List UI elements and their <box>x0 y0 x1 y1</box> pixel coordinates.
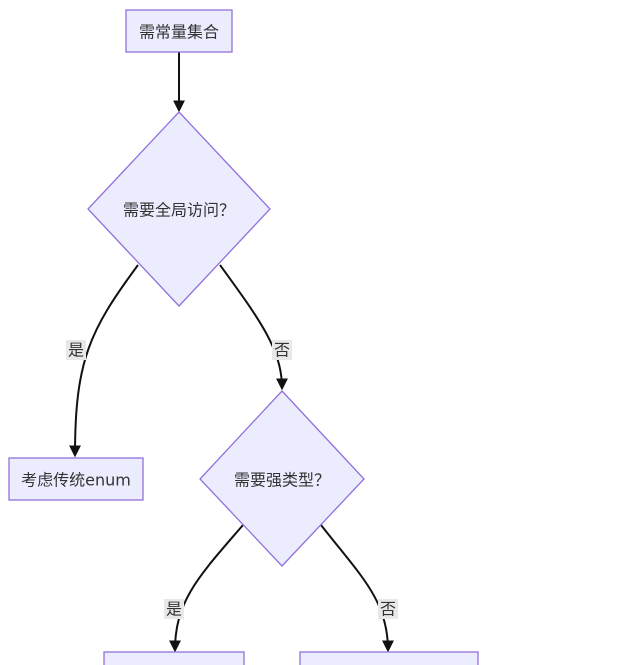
edge-label-bg <box>66 340 86 360</box>
node-decision-strong <box>199 390 365 567</box>
edge-label-bg <box>164 599 184 619</box>
edge-q1-q2 <box>219 264 288 391</box>
edge-label-q2-no: 否 <box>380 600 396 619</box>
edge-q1-enum <box>69 264 139 458</box>
node-no-result <box>299 651 479 665</box>
edge-label-q2-yes: 是 <box>166 600 182 619</box>
node-enum-label: 考虑传统enum <box>21 471 131 490</box>
node-yes-result <box>103 651 245 665</box>
node-start <box>125 9 233 53</box>
node-start-label: 需常量集合 <box>139 23 219 42</box>
node-decision-global <box>87 111 271 307</box>
node-enum <box>8 457 144 501</box>
node-decision-strong-label: 需要强类型？ <box>234 471 330 490</box>
node-decision-global-label: 需要全局访问？ <box>123 201 235 220</box>
edge-q2-no <box>320 524 394 653</box>
edge-label-q1-yes: 是 <box>68 341 84 360</box>
edge-label-bg <box>378 599 398 619</box>
edge-label-q1-no: 否 <box>274 341 290 360</box>
edge-q2-yes <box>169 524 244 653</box>
edge-label-bg <box>272 340 292 360</box>
